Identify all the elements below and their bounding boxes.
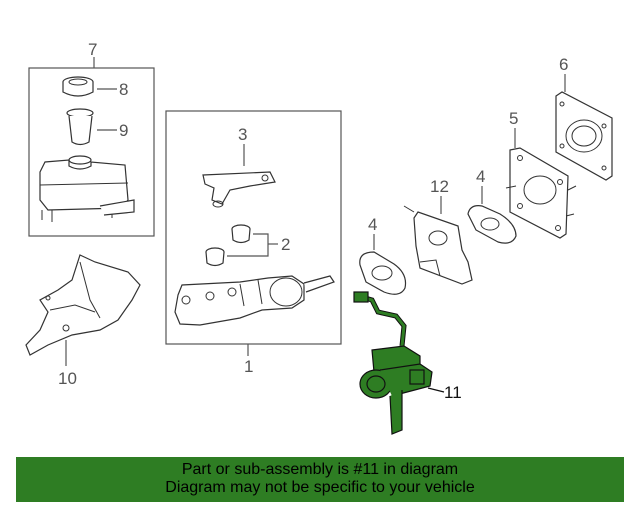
gasket-left[interactable] — [359, 251, 407, 295]
callout-10: 10 — [58, 369, 77, 388]
callout-7: 7 — [88, 40, 97, 59]
reservoir-cap[interactable] — [62, 76, 94, 97]
callout-9: 9 — [119, 121, 128, 140]
grommets[interactable] — [205, 224, 251, 267]
callout-1: 1 — [244, 357, 253, 376]
master-cylinder-group: 1 3 2 — [165, 110, 342, 376]
callout-4-left: 4 — [368, 215, 377, 234]
highlighted-part-11[interactable] — [353, 291, 433, 435]
callout-4-right: 4 — [476, 167, 485, 186]
callout-3: 3 — [238, 125, 247, 144]
banner-line-2: Diagram may not be specific to your vehi… — [165, 479, 475, 496]
booster-gasket[interactable] — [555, 91, 613, 181]
gasket-right[interactable] — [467, 205, 517, 244]
callout-12: 12 — [430, 177, 449, 196]
callout-2: 2 — [281, 235, 290, 254]
reservoir-connector[interactable] — [202, 171, 276, 208]
spacer-plate[interactable] — [403, 205, 473, 285]
reservoir-tank[interactable] — [39, 155, 135, 222]
master-cylinder[interactable] — [174, 275, 335, 326]
bracket-group: 10 — [25, 254, 141, 388]
reservoir-group: 7 8 9 — [28, 40, 155, 237]
callout-5: 5 — [509, 109, 518, 128]
callout-6: 6 — [559, 55, 568, 74]
callout-8: 8 — [119, 80, 128, 99]
banner-line-1: Part or sub-assembly is #11 in diagram — [181, 461, 459, 478]
booster-plate[interactable] — [505, 147, 577, 239]
reservoir-filter[interactable] — [66, 108, 94, 146]
callout-11: 11 — [444, 383, 462, 402]
parts-diagram: 7 8 9 10 — [25, 40, 613, 435]
info-banner: Part or sub-assembly is #11 in diagram D… — [16, 457, 624, 502]
